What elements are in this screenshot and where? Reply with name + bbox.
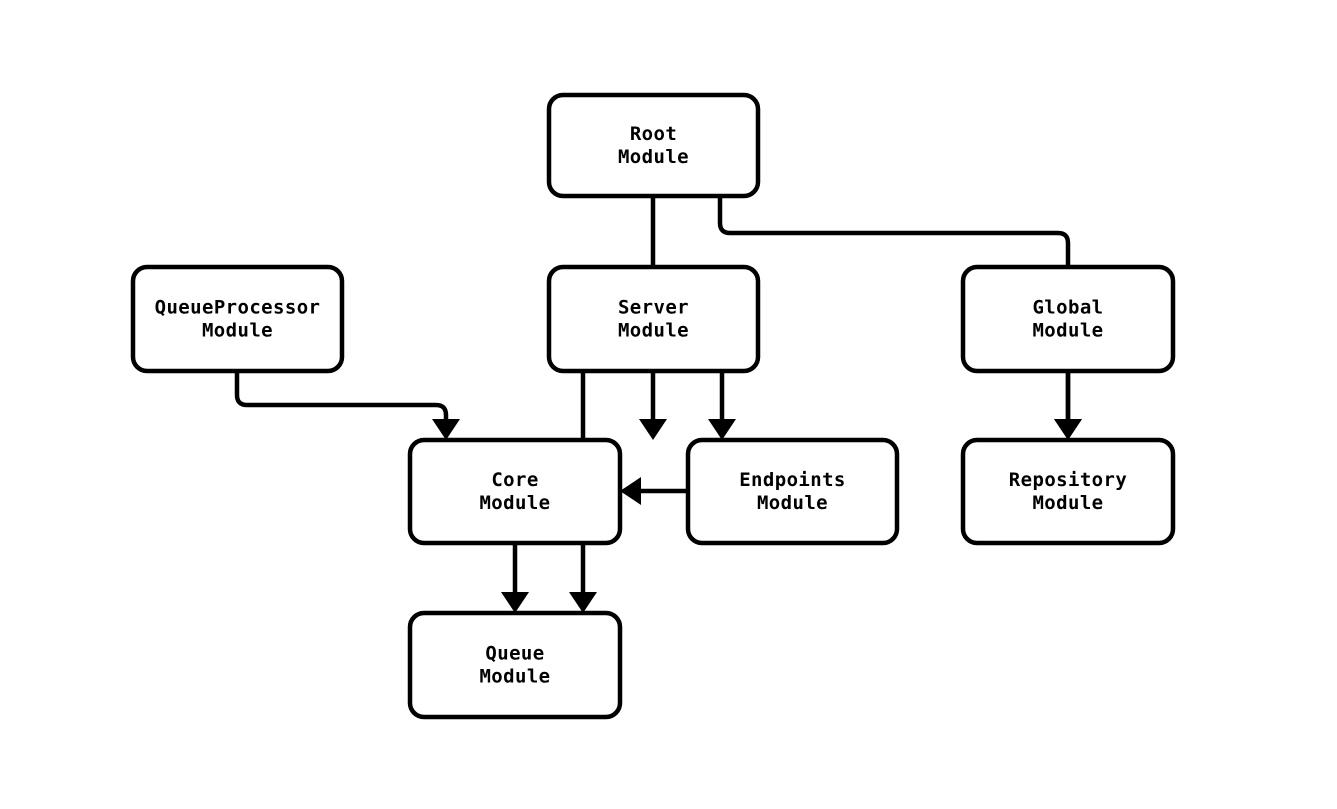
node-label-root-line1: Root bbox=[630, 123, 677, 145]
node-label-core-line1: Core bbox=[491, 469, 538, 491]
node-label-server-line2: Module bbox=[618, 320, 689, 342]
edge-line-queueprocessor-to-core bbox=[234, 371, 449, 428]
node-box-repository[interactable] bbox=[960, 437, 1176, 546]
arrow-head-queueprocessor-to-core bbox=[432, 419, 460, 440]
node-box-root[interactable] bbox=[546, 92, 761, 199]
node-label-endpoints-line1: Endpoints bbox=[739, 469, 846, 491]
arrow-head-server-to-endpoints bbox=[708, 419, 736, 440]
arrow-head-server-to-core bbox=[569, 592, 597, 613]
node-box-server[interactable] bbox=[546, 264, 761, 374]
node-label-queueprocessor-line2: Module bbox=[202, 320, 273, 342]
node-label-queue-line1: Queue bbox=[485, 643, 544, 665]
node-label-queueprocessor-line1: QueueProcessor bbox=[155, 297, 321, 319]
node-box-endpoints[interactable] bbox=[685, 437, 900, 546]
edge-server-to-endpoints bbox=[708, 371, 736, 440]
nodes-layer: RootModuleQueueProcessorModuleServerModu… bbox=[130, 92, 1176, 720]
arrow-head-endpoints-to-core bbox=[620, 477, 641, 505]
node-label-repository-line1: Repository bbox=[1009, 469, 1127, 491]
node-label-queue-line2: Module bbox=[479, 666, 550, 688]
node-label-core-line2: Module bbox=[479, 492, 550, 514]
edge-queueprocessor-to-core bbox=[234, 371, 460, 440]
node-box-queue[interactable] bbox=[407, 610, 623, 720]
node-label-global-line1: Global bbox=[1032, 297, 1103, 319]
edge-endpoints-to-core bbox=[620, 477, 688, 505]
node-label-global-line2: Module bbox=[1032, 320, 1103, 342]
node-box-global[interactable] bbox=[960, 264, 1176, 374]
arrow-head-core-to-queue bbox=[501, 592, 529, 613]
arrow-head-root-to-server bbox=[639, 419, 667, 440]
node-label-root-line2: Module bbox=[618, 146, 689, 168]
edge-line-root-to-global bbox=[717, 196, 1071, 428]
node-label-repository-line2: Module bbox=[1032, 492, 1103, 514]
edge-global-to-repository bbox=[1054, 371, 1082, 440]
edges-layer bbox=[234, 196, 1082, 613]
node-label-server-line1: Server bbox=[618, 297, 689, 319]
node-box-core[interactable] bbox=[407, 437, 623, 546]
arrow-head-global-to-repository bbox=[1054, 419, 1082, 440]
edge-core-to-queue bbox=[501, 543, 529, 613]
node-label-endpoints-line2: Module bbox=[757, 492, 828, 514]
node-box-queueprocessor[interactable] bbox=[130, 264, 345, 374]
